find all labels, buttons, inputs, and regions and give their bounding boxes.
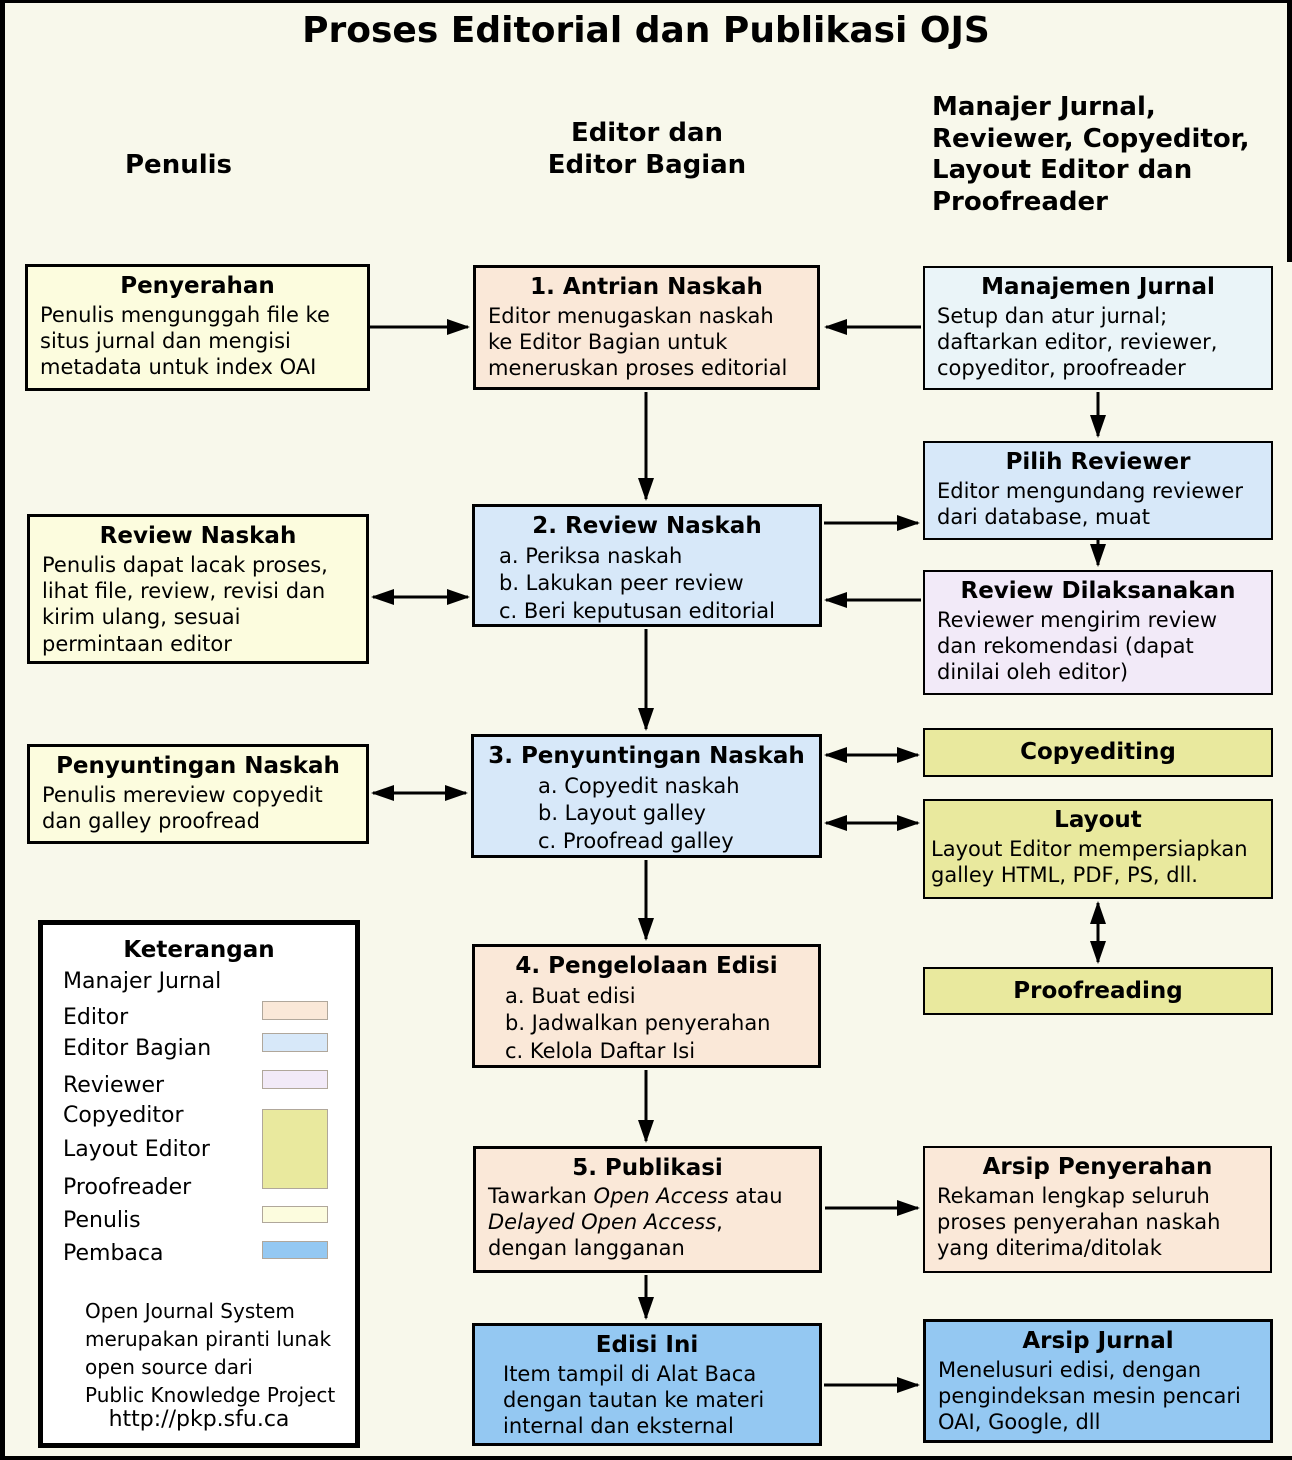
legend-label-copyeditor: Copyeditor [63,1103,184,1128]
legend-swatch-editor-bagian [262,1033,328,1052]
legend-label-pembaca: Pembaca [63,1241,164,1266]
legend-label-reviewer: Reviewer [63,1073,165,1098]
box-review-naskah-penulis-title: Review Naskah [99,523,297,549]
text: Tawarkan [488,1183,594,1208]
box-pengelolaan-edisi: 4. Pengelolaan Edisi a. Buat edisi b. Ja… [472,944,821,1068]
box-review-naskah: 2. Review Naskah a. Periksa naskah b. La… [472,504,822,627]
legend-label-proofreader: Proofreader [63,1175,192,1200]
legend-label-penulis: Penulis [63,1208,141,1233]
legend-swatch-copyeditor-layout-proofreader [262,1109,328,1189]
text: , [716,1210,723,1234]
box-layout-title: Layout [1054,807,1142,833]
italic-open-access: Open Access [593,1183,729,1208]
legend-label-layout-editor: Layout Editor [63,1137,210,1162]
box-copyediting: Copyediting [923,728,1273,777]
box-penyuntingan-naskah-title: 3. Penyuntingan Naskah [488,743,805,769]
box-layout: Layout Layout Editor mempersiapkan galle… [923,799,1273,899]
box-pilih-reviewer: Pilih Reviewer Editor mengundang reviewe… [923,441,1273,540]
box-pilih-reviewer-body: Editor mengundang reviewer dari database… [937,478,1243,529]
legend-swatch-penulis [262,1206,328,1223]
box-arsip-penyerahan: Arsip Penyerahan Rekaman lengkap seluruh… [923,1146,1272,1273]
list-item: b. Lakukan peer review [499,571,744,596]
box-arsip-jurnal: Arsip Jurnal Menelusuri edisi, dengan pe… [923,1319,1273,1443]
box-layout-body: Layout Editor mempersiapkan galley HTML,… [931,836,1248,887]
box-penyuntingan-penulis-body: Penulis mereview copyedit dan galley pro… [42,782,323,833]
box-publikasi-title: 5. Publikasi [572,1155,723,1181]
box-pengelolaan-edisi-items: a. Buat edisi b. Jadwalkan penyerahan c.… [475,981,818,1066]
box-penyerahan-title: Penyerahan [120,273,275,299]
page-title: Proses Editorial dan Publikasi OJS [302,10,990,51]
list-item: c. Beri keputusan editorial [499,599,776,624]
box-penyuntingan-naskah: 3. Penyuntingan Naskah a. Copyedit naska… [471,734,822,858]
box-penyuntingan-naskah-items: a. Copyedit naskah b. Layout galley c. P… [474,771,819,856]
legend-swatch-reviewer [262,1070,328,1089]
list-item: a. Buat edisi [505,983,636,1008]
box-pengelolaan-edisi-title: 4. Pengelolaan Edisi [515,953,778,979]
box-review-naskah-penulis-body: Penulis dapat lacak proses, lihat file, … [42,552,328,656]
box-publikasi: 5. Publikasi Tawarkan Open Access atau D… [473,1146,822,1273]
box-proofreading: Proofreading [923,967,1273,1015]
list-item: a. Periksa naskah [499,543,683,568]
legend: Keterangan Manajer Jurnal Editor Editor … [38,920,360,1448]
column-header-editor: Editor dan Editor Bagian [547,118,747,180]
box-edisi-ini-title: Edisi Ini [595,1332,699,1358]
box-arsip-penyerahan-body: Rekaman lengkap seluruh proses penyeraha… [937,1183,1221,1261]
box-arsip-jurnal-body: Menelusuri edisi, dengan pengindeksan me… [938,1357,1241,1435]
box-penyerahan-body: Penulis mengunggah file ke situs jurnal … [40,302,330,380]
page-border-right [1287,0,1292,262]
box-penyerahan: Penyerahan Penulis mengunggah file ke si… [25,264,370,391]
list-item: b. Layout galley [538,801,706,826]
legend-swatch-pembaca [262,1241,328,1259]
box-review-naskah-items: a. Periksa naskah b. Lakukan peer review… [475,541,819,626]
box-copyediting-title: Copyediting [1020,739,1176,766]
page-border-bottom [0,1456,1292,1460]
legend-label-manajer-jurnal: Manajer Jurnal [63,969,222,994]
legend-label-editor: Editor [63,1005,129,1030]
box-antrian-naskah-title: 1. Antrian Naskah [530,274,763,300]
box-manajemen-jurnal-title: Manajemen Jurnal [981,274,1215,300]
list-item: a. Copyedit naskah [538,773,740,798]
page-border-left [0,0,5,1460]
box-manajemen-jurnal-body: Setup dan atur jurnal; daftarkan editor,… [937,303,1218,381]
box-publikasi-body-line3: dengan langganan [476,1235,819,1261]
box-antrian-naskah-body: Editor menugaskan naskah ke Editor Bagia… [488,303,788,381]
text: dengan langganan [488,1236,685,1261]
box-review-dilaksanakan: Review Dilaksanakan Reviewer mengirim re… [923,570,1273,695]
legend-label-editor-bagian: Editor Bagian [63,1036,212,1061]
box-review-dilaksanakan-body: Reviewer mengirim review dan rekomendasi… [937,607,1218,685]
box-arsip-jurnal-title: Arsip Jurnal [1022,1328,1174,1354]
list-item: c. Proofread galley [538,829,734,854]
column-header-penulis: Penulis [125,150,233,180]
box-review-naskah-penulis: Review Naskah Penulis dapat lacak proses… [27,514,369,664]
box-publikasi-body-line2: Delayed Open Access, [476,1209,819,1235]
box-edisi-ini-body: Item tampil di Alat Baca dengan tautan k… [503,1361,765,1439]
legend-url: http://pkp.sfu.ca [108,1407,290,1432]
box-penyuntingan-penulis-title: Penyuntingan Naskah [56,753,340,779]
legend-swatch-editor [262,1001,328,1020]
box-antrian-naskah: 1. Antrian Naskah Editor menugaskan nask… [473,265,820,390]
box-manajemen-jurnal: Manajemen Jurnal Setup dan atur jurnal; … [923,266,1273,390]
column-header-manajer: Manajer Jurnal, Reviewer, Copyeditor, La… [932,92,1250,218]
page-border-top [0,0,1292,3]
box-review-naskah-title: 2. Review Naskah [532,513,762,539]
box-proofreading-title: Proofreading [1013,977,1183,1004]
box-review-dilaksanakan-title: Review Dilaksanakan [960,578,1236,604]
box-edisi-ini: Edisi Ini Item tampil di Alat Baca denga… [472,1323,822,1446]
text: atau [728,1183,783,1208]
list-item: c. Kelola Daftar Isi [505,1039,696,1064]
box-penyuntingan-penulis: Penyuntingan Naskah Penulis mereview cop… [27,744,369,844]
box-publikasi-body-line1: Tawarkan Open Access atau [476,1183,819,1209]
italic-delayed-open-access: Delayed Open Access [488,1210,717,1234]
box-pilih-reviewer-title: Pilih Reviewer [1005,449,1191,475]
legend-title: Keterangan [123,937,275,963]
list-item: b. Jadwalkan penyerahan [505,1011,771,1036]
legend-footer-text: Open Journal System merupakan piranti lu… [85,1299,336,1407]
box-arsip-penyerahan-title: Arsip Penyerahan [982,1154,1213,1180]
